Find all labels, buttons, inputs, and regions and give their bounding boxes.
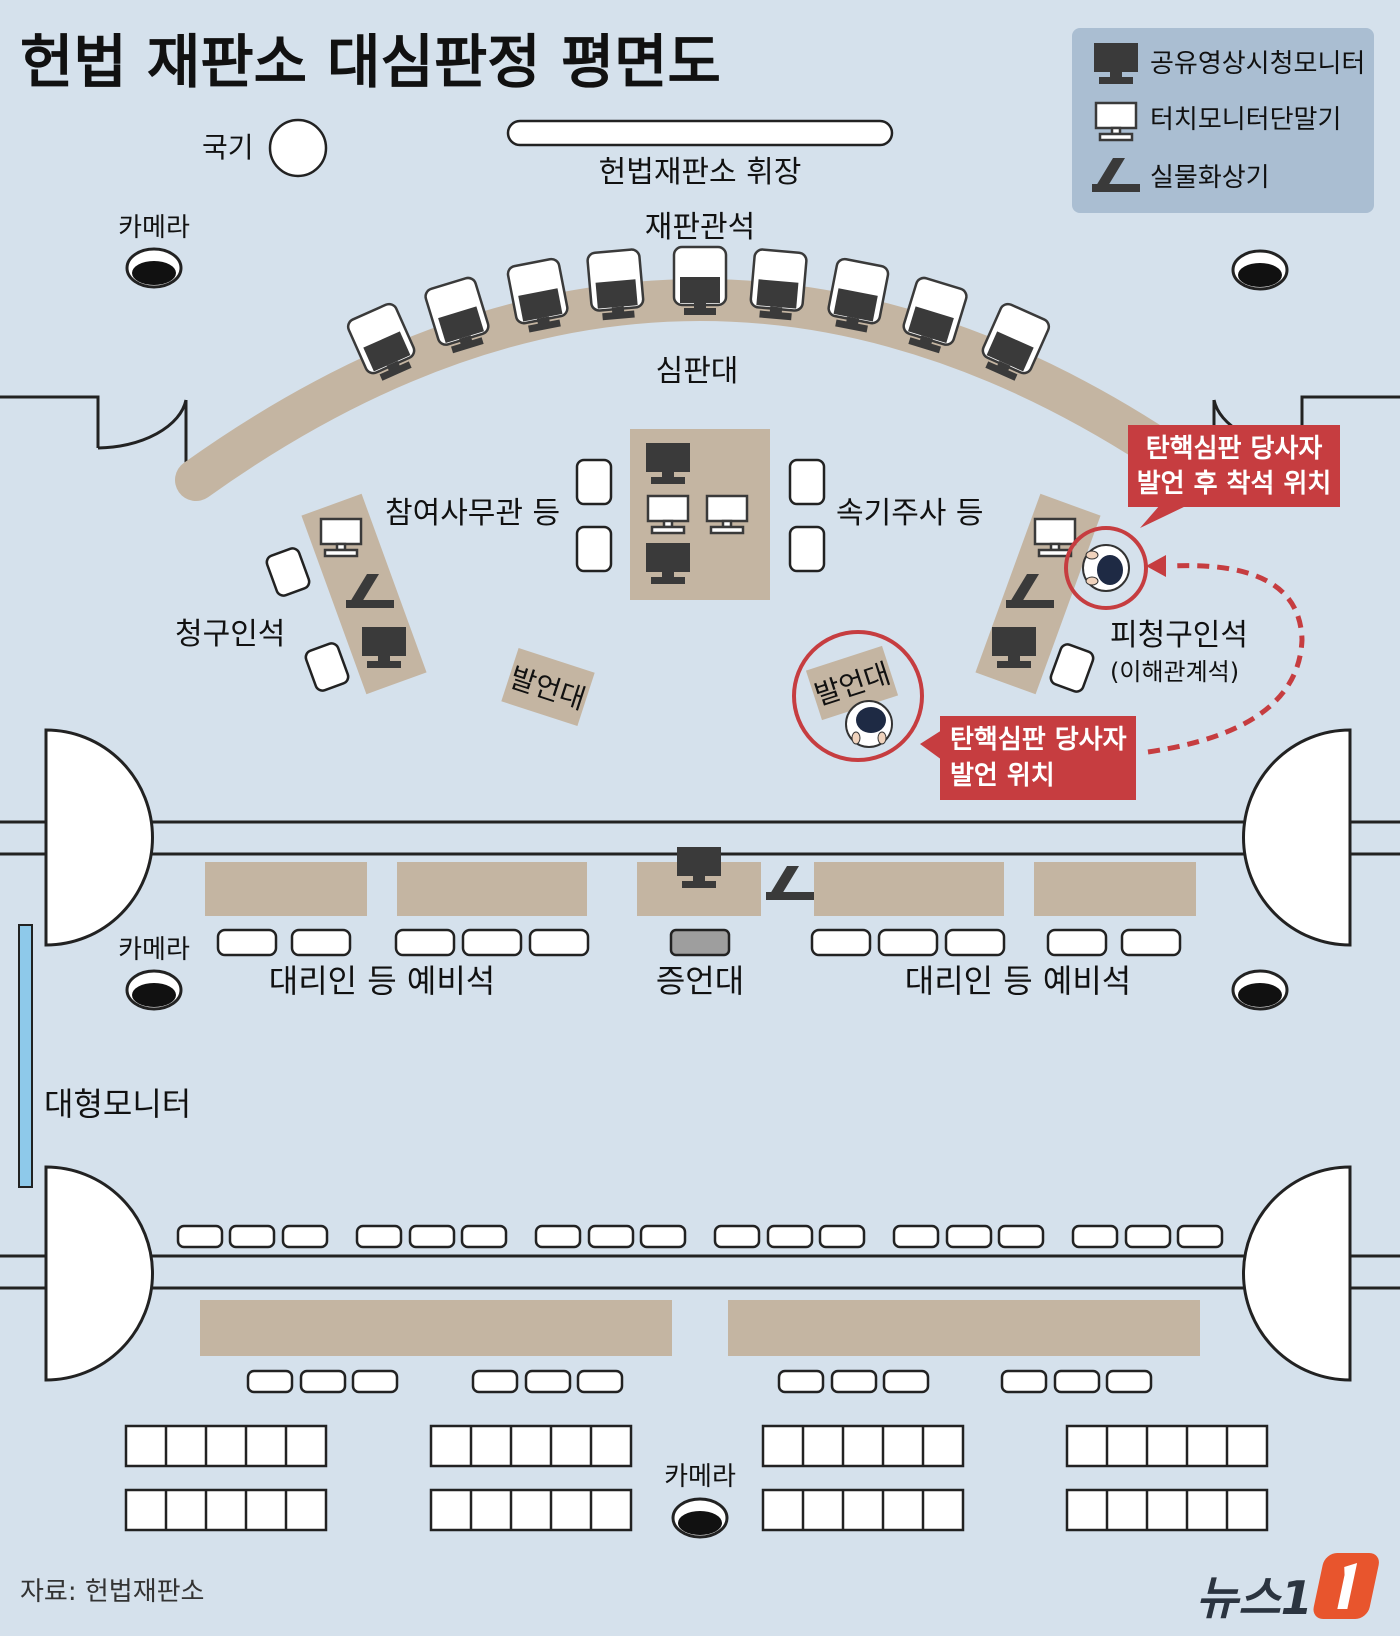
emblem-label: 헌법재판소 휘장 [599,155,802,190]
chair [788,525,826,573]
agents-left-label: 대리인 등 예비석 [269,962,495,1000]
movement-path [1147,563,1305,755]
callout-after-speech-line2: 발언 후 착석 위치 [1137,469,1332,499]
clerks-label: 참여사무관 등 [385,496,560,531]
shared-monitor-icon [677,847,721,888]
camera-icon [1231,969,1289,1011]
person-icon [845,700,893,748]
emblem-bar [506,119,894,147]
camera-icon [1231,249,1289,291]
callout-speech-position: 탄핵심판 당사자 발언 위치 [920,716,1136,800]
gallery-block [1065,1424,1269,1532]
podium-left: 발언대 [501,648,595,726]
witness-label: 증언대 [656,962,744,1000]
chair [788,458,826,506]
touch-monitor-icon [646,494,690,535]
large-monitor-label: 대형모니터 [44,1085,191,1123]
callout-speech-position-line1: 탄핵심판 당사자 [950,725,1127,755]
chair [304,642,350,692]
large-monitor [18,924,33,1188]
touch-monitor-icon [319,517,363,558]
respondent-label: 피청구인석 [1110,618,1248,653]
camera-icon [125,247,183,289]
gallery-front-chairs [176,1224,1224,1249]
chair [265,547,311,597]
legend-label-document-camera: 실물화상기 [1150,163,1270,193]
document-camera-icon [766,866,814,900]
justices-seats-label: 재판관석 [645,210,755,245]
legend-label-touch-monitor: 터치모니터단말기 [1150,105,1341,135]
bench-label: 심판대 [656,354,739,389]
gallery-block [761,1424,965,1532]
press-table-left [200,1300,672,1356]
after-speech-highlight [1064,526,1148,610]
door-left-lower [44,1165,154,1382]
witness-stand [669,928,731,957]
gallery-block [124,1424,328,1532]
touch-monitor-icon [1094,101,1138,142]
agents-chairs [216,928,1182,957]
door-right-lower [1242,1165,1352,1382]
door-right-upper [1242,728,1352,947]
justice-seat [672,245,728,317]
brand-logo-text: 뉴스1 [1196,1571,1313,1625]
chair [1049,643,1095,693]
source-credit: 자료: 헌법재판소 [20,1577,204,1607]
speech-position-highlight [792,630,924,762]
door-left-upper [44,728,154,947]
callout-speech-position-line2: 발언 위치 [950,761,1055,791]
podium-right: 발언대 [805,645,899,721]
petitioner-label: 청구인석 [175,617,285,652]
chair [575,458,613,506]
legend-label-shared-monitor: 공유영상시청모니터 [1150,49,1365,79]
callout-after-speech-line1: 탄핵심판 당사자 [1146,434,1323,464]
flag-circle [268,118,328,178]
camera-label-mid-left: 카메라 [118,935,190,965]
gallery-seats [124,1424,1269,1532]
rail-lower [0,1254,1400,1290]
callout-after-speech: 탄핵심판 당사자 발언 후 착석 위치 [1128,425,1340,528]
press-chairs [246,1369,1153,1394]
touch-monitor-icon [705,494,749,535]
camera-icon [671,1497,729,1539]
agents-right-label: 대리인 등 예비석 [905,962,1131,1000]
shared-monitor-icon [646,543,690,584]
gallery-block [429,1424,633,1532]
shared-monitor-icon [1094,43,1138,84]
person-icon [1082,544,1130,592]
agents-tables [205,862,1196,916]
movement-arrow-icon [1146,555,1166,577]
shared-monitor-icon [646,443,690,484]
camera-label-bottom: 카메라 [664,1462,736,1492]
flag-label: 국기 [202,131,254,164]
chair [575,525,613,573]
respondent-sub-label: (이해관계석) [1110,658,1239,686]
brand-logo-icon [1313,1553,1379,1619]
press-table-right [728,1300,1200,1356]
legend-box: 공유영상시청모니터 터치모니터단말기 실물화상기 [1072,28,1374,213]
page-title: 헌법 재판소 대심판정 평면도 [20,28,721,96]
stenographers-label: 속기주사 등 [836,496,984,531]
shared-monitor-icon [992,627,1036,668]
camera-label-top-left: 카메라 [118,213,190,243]
camera-icon [125,969,183,1011]
shared-monitor-icon [362,627,406,668]
